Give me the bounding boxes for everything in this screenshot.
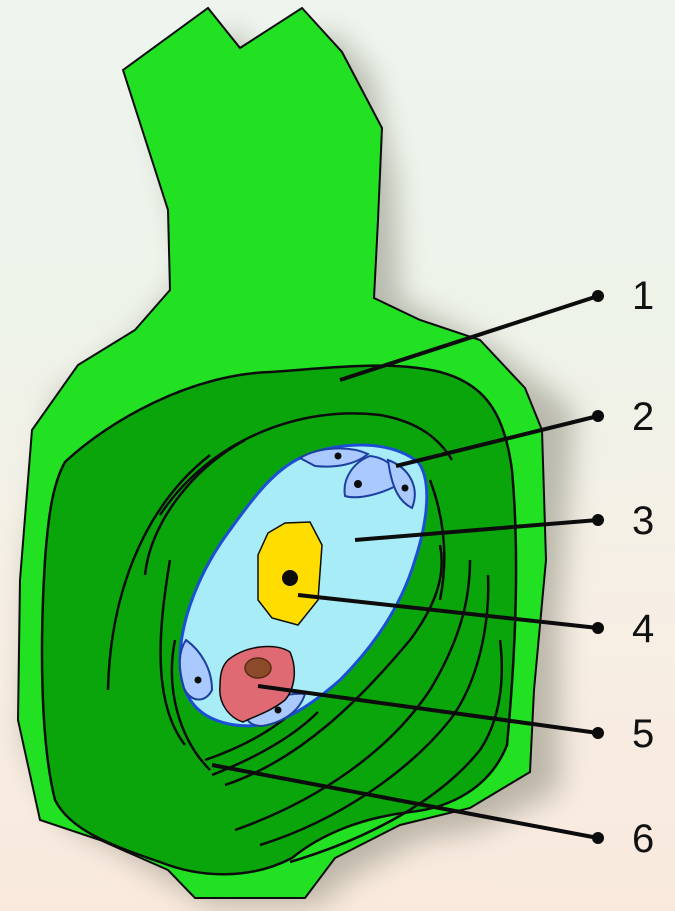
label-2: 2 [632,395,654,439]
leader-dots [592,290,604,844]
label-1: 1 [632,274,654,318]
label-3: 3 [632,499,654,543]
label-4: 4 [632,607,654,651]
polar-nucleus [282,570,298,586]
label-5: 5 [632,712,654,756]
egg-nucleus [245,658,271,678]
label-6: 6 [632,817,654,861]
